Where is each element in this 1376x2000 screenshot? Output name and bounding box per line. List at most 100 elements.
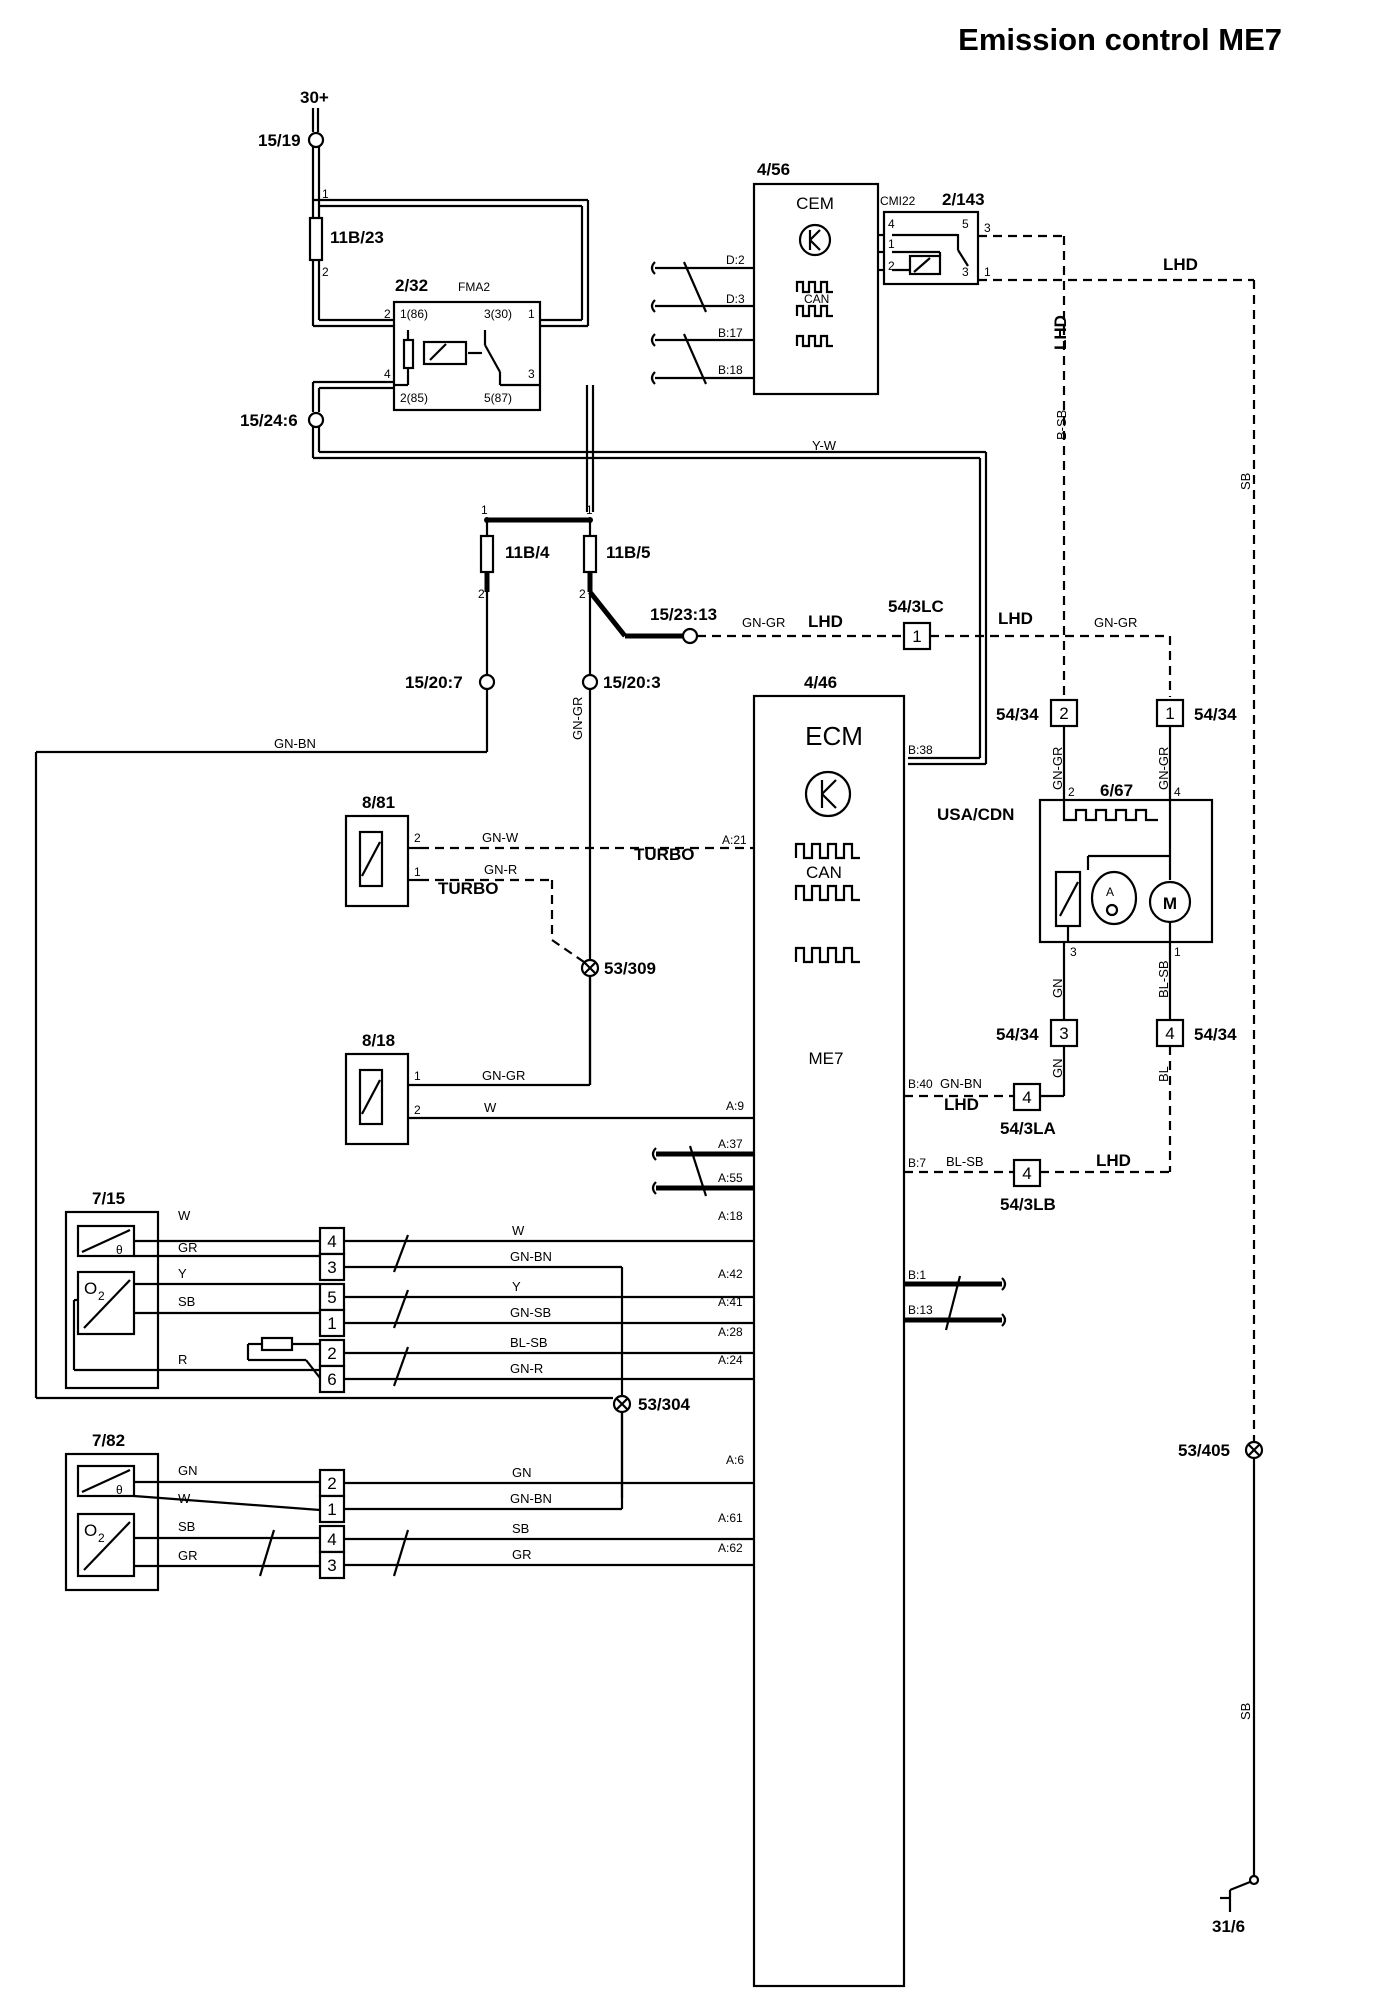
relay-coil: [402, 338, 415, 370]
splice-15-20-7: [478, 673, 496, 691]
solenoid-8-18-pin2: 2: [414, 1103, 421, 1117]
ecm-signal-icon-3: [794, 946, 860, 964]
connector-54-3la-pin: 4: [1022, 1088, 1031, 1107]
ecm-signal-icon-1: [794, 842, 860, 860]
relay-2-143-pin5: 5: [962, 217, 969, 231]
connector-strip-7-15: [318, 1226, 346, 1394]
wire-label-w-818: W: [484, 1100, 497, 1115]
connector-54-3lb-label: 54/3LB: [1000, 1195, 1056, 1214]
throttle-pin1: 1: [1174, 945, 1181, 959]
c782-pin-d: 3: [327, 1556, 336, 1575]
theta-7-82: θ: [116, 1483, 123, 1497]
throttle-signal-icon: [1062, 800, 1158, 822]
wire-label-gr-ecm: GR: [512, 1547, 532, 1562]
ecm-pin-b40: B:40: [908, 1077, 933, 1091]
fuse-11b5-pin2: 2: [579, 587, 586, 601]
splice-15-24-6: [307, 411, 325, 429]
fuse-11b23-pin2: 2: [322, 265, 329, 279]
c715-pin-d: 1: [327, 1314, 336, 1333]
wire-label-gnsb-ecm: GN-SB: [510, 1305, 551, 1320]
wire-label-w-ecm: W: [512, 1223, 525, 1238]
wire-label-gnbn-long: GN-BN: [274, 736, 316, 751]
usa-cdn-label: USA/CDN: [937, 805, 1014, 824]
fuse-11b4-label: 11B/4: [505, 543, 550, 562]
solenoid-8-81-pin1: 1: [414, 865, 421, 879]
wire-label-yw: Y-W: [812, 438, 837, 453]
connector-54-34-lower-right-label: 54/34: [1194, 1025, 1237, 1044]
theta-7-15: θ: [116, 1243, 123, 1257]
lhd-label-top-right: LHD: [998, 609, 1033, 628]
wire-label-gngr-818: GN-GR: [482, 1068, 525, 1083]
wire-label-715-gr: GR: [178, 1240, 198, 1255]
c715-pin-b: 3: [327, 1258, 336, 1277]
wire-label-gnw: GN-W: [482, 830, 519, 845]
relay-pin-5: 5(87): [484, 391, 512, 405]
c782-pin-c: 4: [327, 1530, 336, 1549]
fuse-11b4-pin1: 1: [481, 503, 488, 517]
relay-2-32-label: 2/32: [395, 276, 428, 295]
splice-15-23-13: [681, 627, 699, 645]
connector-54-34-lower-left-pin: 3: [1059, 1024, 1068, 1043]
solenoid-8-81-pin2: 2: [414, 831, 421, 845]
wire-label-715-y: Y: [178, 1266, 187, 1281]
wire-label-715-r: R: [178, 1352, 187, 1367]
wire-label-gn-34: GN: [1050, 979, 1065, 999]
ecm-pin-a62: A:62: [718, 1541, 743, 1555]
wire-label-gnbn-b40: GN-BN: [940, 1076, 982, 1091]
throttle-motor-label: M: [1163, 894, 1177, 913]
fuse-11b4-pin2: 2: [478, 587, 485, 601]
ecm-pin-b7: B:7: [908, 1156, 926, 1170]
lambda-probe-7-15: [76, 1270, 136, 1336]
connector-54-34-right-pin: 1: [1165, 704, 1174, 723]
supply-label: 30+: [300, 88, 329, 107]
wire-label-782-sb: SB: [178, 1519, 195, 1534]
o2-sub-7-82: 2: [98, 1531, 105, 1545]
wire-label-782-gr: GR: [178, 1548, 198, 1563]
wire-label-gnbn-ecm: GN-BN: [510, 1249, 552, 1264]
cem-id-label: 4/56: [757, 160, 790, 179]
relay-pin-1: 1(86): [400, 307, 428, 321]
relay-2-143-pin1: 1: [888, 237, 895, 251]
ground-switch-contact: [1248, 1874, 1260, 1886]
c782-pin-b: 1: [327, 1500, 336, 1519]
ecm-pin-b13: B:13: [908, 1303, 933, 1317]
lhd-label-vertical: LHD: [1051, 315, 1070, 350]
lhd-label-top-left: LHD: [808, 612, 843, 631]
connector-54-34-left-pin: 2: [1059, 704, 1068, 723]
ecm-pin-a9: A:9: [726, 1099, 744, 1113]
sensor-7-15-label: 7/15: [92, 1189, 125, 1208]
wire-label-gnbn-782: GN-BN: [510, 1491, 552, 1506]
fuse-11b5-pin1: 1: [586, 503, 593, 517]
page-title: Emission control ME7: [958, 22, 1282, 57]
splice-15-20-7-label: 15/20:7: [405, 673, 463, 692]
wire-label-782-w: W: [178, 1491, 191, 1506]
cem-signal-icon-3: [795, 334, 833, 348]
wire-label-gngr-right: GN-GR: [1094, 615, 1137, 630]
ground-53-405-label: 53/405: [1178, 1441, 1230, 1460]
fuse-11b23-label: 11B/23: [330, 228, 384, 247]
relay-side-pin-2: 2: [384, 307, 391, 321]
cem-can-label: CAN: [804, 292, 829, 306]
ecm-pin-b38: B:38: [908, 743, 933, 757]
o2-label-7-15: O: [84, 1279, 97, 1298]
cem-pin-d2: D:2: [726, 253, 745, 267]
sensor-7-82-label: 7/82: [92, 1431, 125, 1450]
ecm-pin-a18: A:18: [718, 1209, 743, 1223]
cem-can-signal-icon: [795, 304, 833, 318]
wire-label-blsb-b7: BL-SB: [946, 1154, 984, 1169]
ecm-pin-a42: A:42: [718, 1267, 743, 1281]
throttle-a-icon: A: [1106, 885, 1114, 899]
wire-label-bsb: B-SB: [1054, 410, 1069, 440]
connector-54-34-left-label: 54/34: [996, 705, 1039, 724]
resistor-coding: [260, 1336, 294, 1352]
connector-54-34-lower-left-label: 54/34: [996, 1025, 1039, 1044]
splice-15-20-3-label: 15/20:3: [603, 673, 661, 692]
connector-54-3lc-pin: 1: [912, 627, 921, 646]
fuse-11b5-label: 11B/5: [606, 543, 650, 562]
turbo-label-left: TURBO: [438, 879, 498, 898]
splice-15-23-13-label: 15/23:13: [650, 605, 717, 624]
turbo-label-right: TURBO: [634, 845, 694, 864]
relay-2-143-label: 2/143: [942, 190, 985, 209]
connector-54-34-lower-left: [1049, 1018, 1079, 1048]
